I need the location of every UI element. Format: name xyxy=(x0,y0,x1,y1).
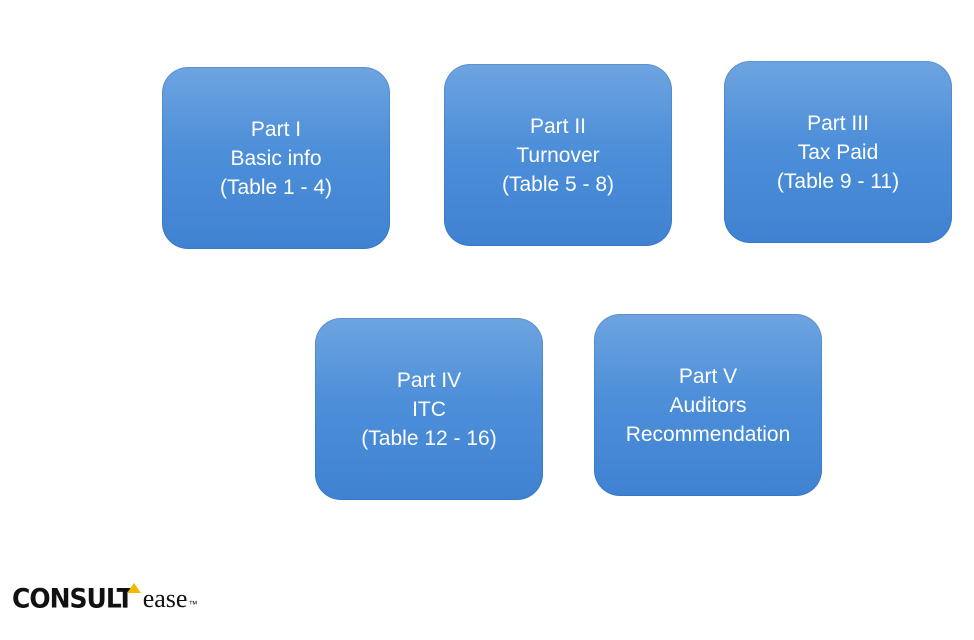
part-5-tables: Recommendation xyxy=(625,422,791,446)
part-5-box: Part V Auditors Recommendation xyxy=(594,314,822,496)
part-5-subtitle: Auditors xyxy=(669,393,747,417)
part-3-tables: (Table 9 - 11) xyxy=(776,169,900,193)
part-2-tables: (Table 5 - 8) xyxy=(501,172,615,196)
part-1-tables: (Table 1 - 4) xyxy=(219,175,333,199)
part-3-subtitle: Tax Paid xyxy=(797,140,879,164)
part-4-title: Part IV xyxy=(396,368,462,392)
logo-ease-text: ease xyxy=(142,584,188,613)
part-3-box: Part III Tax Paid (Table 9 - 11) xyxy=(724,61,952,243)
part-1-subtitle: Basic info xyxy=(230,146,322,170)
part-4-subtitle: ITC xyxy=(412,397,446,421)
consultease-logo: CONSULT ease ™ xyxy=(12,583,198,624)
part-4-box: Part IV ITC (Table 12 - 16) xyxy=(315,318,543,500)
logo-accent-icon xyxy=(126,583,141,593)
logo-trademark: ™ xyxy=(188,599,198,609)
part-4-tables: (Table 12 - 16) xyxy=(361,426,497,450)
part-2-box: Part II Turnover (Table 5 - 8) xyxy=(444,64,672,246)
logo-consult-text: CONSULT xyxy=(12,583,134,614)
part-5-title: Part V xyxy=(678,364,738,388)
part-2-subtitle: Turnover xyxy=(516,143,600,167)
part-1-box: Part I Basic info (Table 1 - 4) xyxy=(162,67,390,249)
part-1-title: Part I xyxy=(250,117,302,141)
part-3-title: Part III xyxy=(807,111,869,135)
part-2-title: Part II xyxy=(529,114,587,138)
